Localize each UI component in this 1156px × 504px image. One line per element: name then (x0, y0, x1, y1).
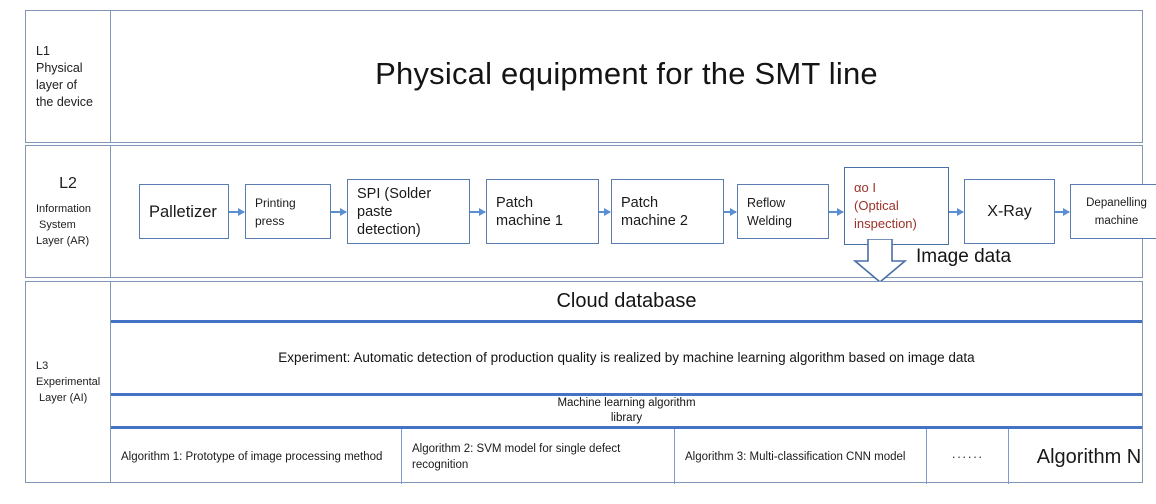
algorithm-cell-3[interactable]: Algorithm 3: Multi-classification CNN mo… (674, 429, 926, 484)
l1-title: Physical equipment for the SMT line (375, 55, 878, 91)
algorithm-cell-5[interactable]: Algorithm N (1008, 429, 1156, 484)
flow-arrow-7 (949, 207, 964, 216)
flow-arrow-1 (229, 207, 245, 216)
image-data-arrow-icon (852, 239, 908, 283)
algorithm-cell-2[interactable]: Algorithm 2: SVM model for single defect… (401, 429, 674, 484)
image-data-label: Image data (916, 246, 1012, 267)
algorithm-cells-row: Algorithm 1: Prototype of image processi… (111, 429, 1142, 484)
cloud-database-label: Cloud database (556, 289, 697, 312)
experiment-description: Experiment: Automatic detection of produ… (278, 350, 975, 365)
process-box-label: Palletizer (149, 202, 217, 221)
process-box-1[interactable]: Palletizer (139, 184, 229, 239)
flow-arrow-3 (470, 207, 486, 216)
divider-rule-2 (111, 393, 1142, 396)
algorithm-cell-label: Algorithm 3: Multi-classification CNN mo… (685, 450, 906, 463)
algorithm-cell-label: Algorithm N (1036, 445, 1142, 468)
divider-rule-1 (111, 320, 1142, 323)
divider-rule-3 (111, 426, 1142, 429)
algorithm-cell-4[interactable]: ······ (926, 429, 1008, 484)
layer-l1-code: L1 (36, 43, 50, 58)
process-box-8[interactable]: X-Ray (964, 179, 1055, 244)
flow-arrow-6 (829, 207, 844, 216)
layer-l2-code: L2 (59, 174, 77, 192)
algorithm-cell-label: Algorithm 1: Prototype of image processi… (121, 450, 383, 463)
process-box-label: X-Ray (987, 202, 1032, 220)
algorithm-cell-1[interactable]: Algorithm 1: Prototype of image processi… (111, 429, 401, 484)
flow-arrow-4 (599, 207, 611, 216)
algorithm-cell-label: ······ (951, 448, 984, 464)
flow-arrow-5 (724, 207, 737, 216)
flow-arrow-8 (1055, 207, 1070, 216)
algorithm-cell-label: Algorithm 2: SVM model for single defect… (412, 442, 621, 471)
flow-arrow-2 (331, 207, 347, 216)
layer-l3-body: Cloud database Experiment: Automatic det… (111, 282, 1142, 484)
